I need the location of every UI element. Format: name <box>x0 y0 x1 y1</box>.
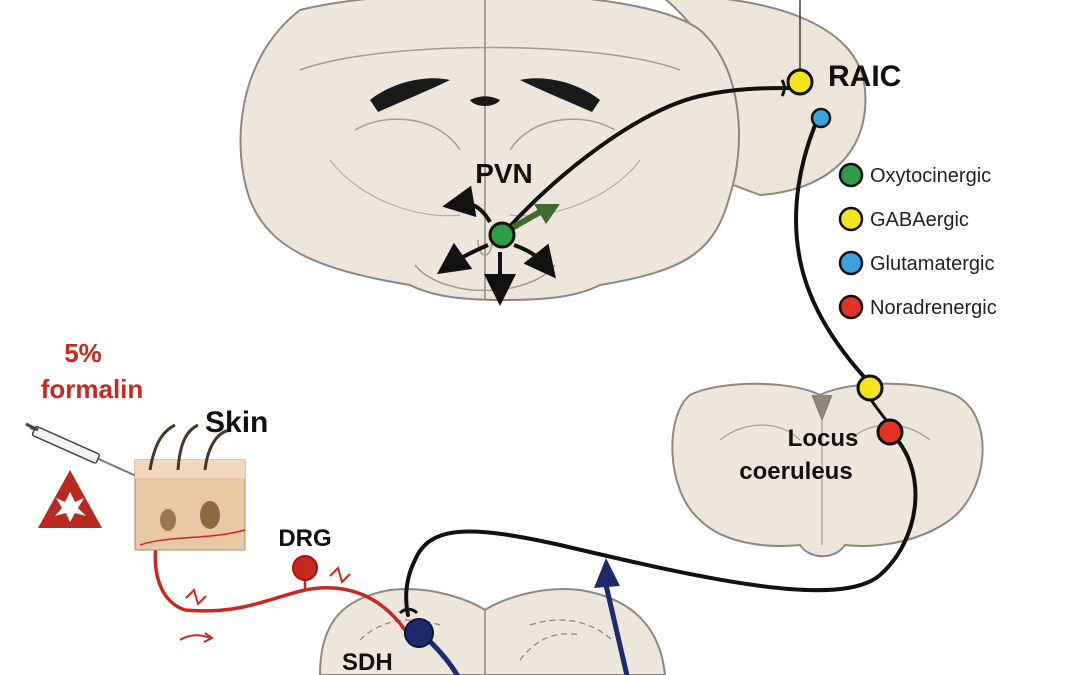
action-potential-icon <box>329 566 351 584</box>
sdh-neuron <box>404 618 434 648</box>
legend-label: GABAergic <box>870 209 969 231</box>
pvn-label: PVN <box>475 158 533 189</box>
raic-label: RAIC <box>828 60 901 93</box>
locus-coeruleus-label-line1: Locus <box>788 425 859 452</box>
brain-coronal-section <box>239 0 867 302</box>
pvn-to-raic-projection <box>500 86 792 237</box>
lc-gaba-neuron <box>856 374 884 402</box>
pvn-release-arrows <box>436 185 560 306</box>
legend-swatch <box>838 250 864 276</box>
skin-label: Skin <box>205 406 268 439</box>
brainstem-section <box>671 382 984 558</box>
sdh-label: SDH <box>342 649 393 675</box>
ascending-arrowhead <box>594 558 620 588</box>
legend-item: Oxytocinergic <box>838 162 991 188</box>
legend-label: Oxytocinergic <box>870 165 991 187</box>
formalin-label-line2: formalin <box>41 374 144 404</box>
locus-coeruleus-label-line2: coeruleus <box>739 458 852 485</box>
action-potential-icon <box>185 588 207 606</box>
formalin-label-line1: 5% <box>64 338 102 368</box>
legend: OxytocinergicGABAergicGlutamatergicNorad… <box>838 162 997 320</box>
legend-item: Glutamatergic <box>838 250 995 276</box>
drg-neuron <box>292 555 318 581</box>
legend-swatch <box>838 206 864 232</box>
legend-label: Noradrenergic <box>870 297 997 319</box>
syringe-icon <box>25 422 146 481</box>
sensory-afferent <box>153 523 407 632</box>
pvn-oxytocin-neuron <box>488 221 516 249</box>
legend-swatch <box>838 162 864 188</box>
raic-glutamate-neuron <box>810 107 832 129</box>
legend-item: GABAergic <box>838 206 969 232</box>
legend-item: Noradrenergic <box>838 294 997 320</box>
raic-gaba-neuron <box>786 68 814 96</box>
skin-tissue-icon <box>134 423 246 551</box>
lc-to-sdh-projection <box>404 430 918 617</box>
lc-noradrenergic-neuron <box>876 418 904 446</box>
pain-warning-icon <box>38 470 102 528</box>
drg-label: DRG <box>278 525 331 552</box>
legend-label: Glutamatergic <box>870 253 995 275</box>
raic-to-lc-projection <box>794 116 867 380</box>
signal-direction-arrow <box>179 634 211 641</box>
ascending-tract <box>603 584 630 675</box>
legend-swatch <box>838 294 864 320</box>
